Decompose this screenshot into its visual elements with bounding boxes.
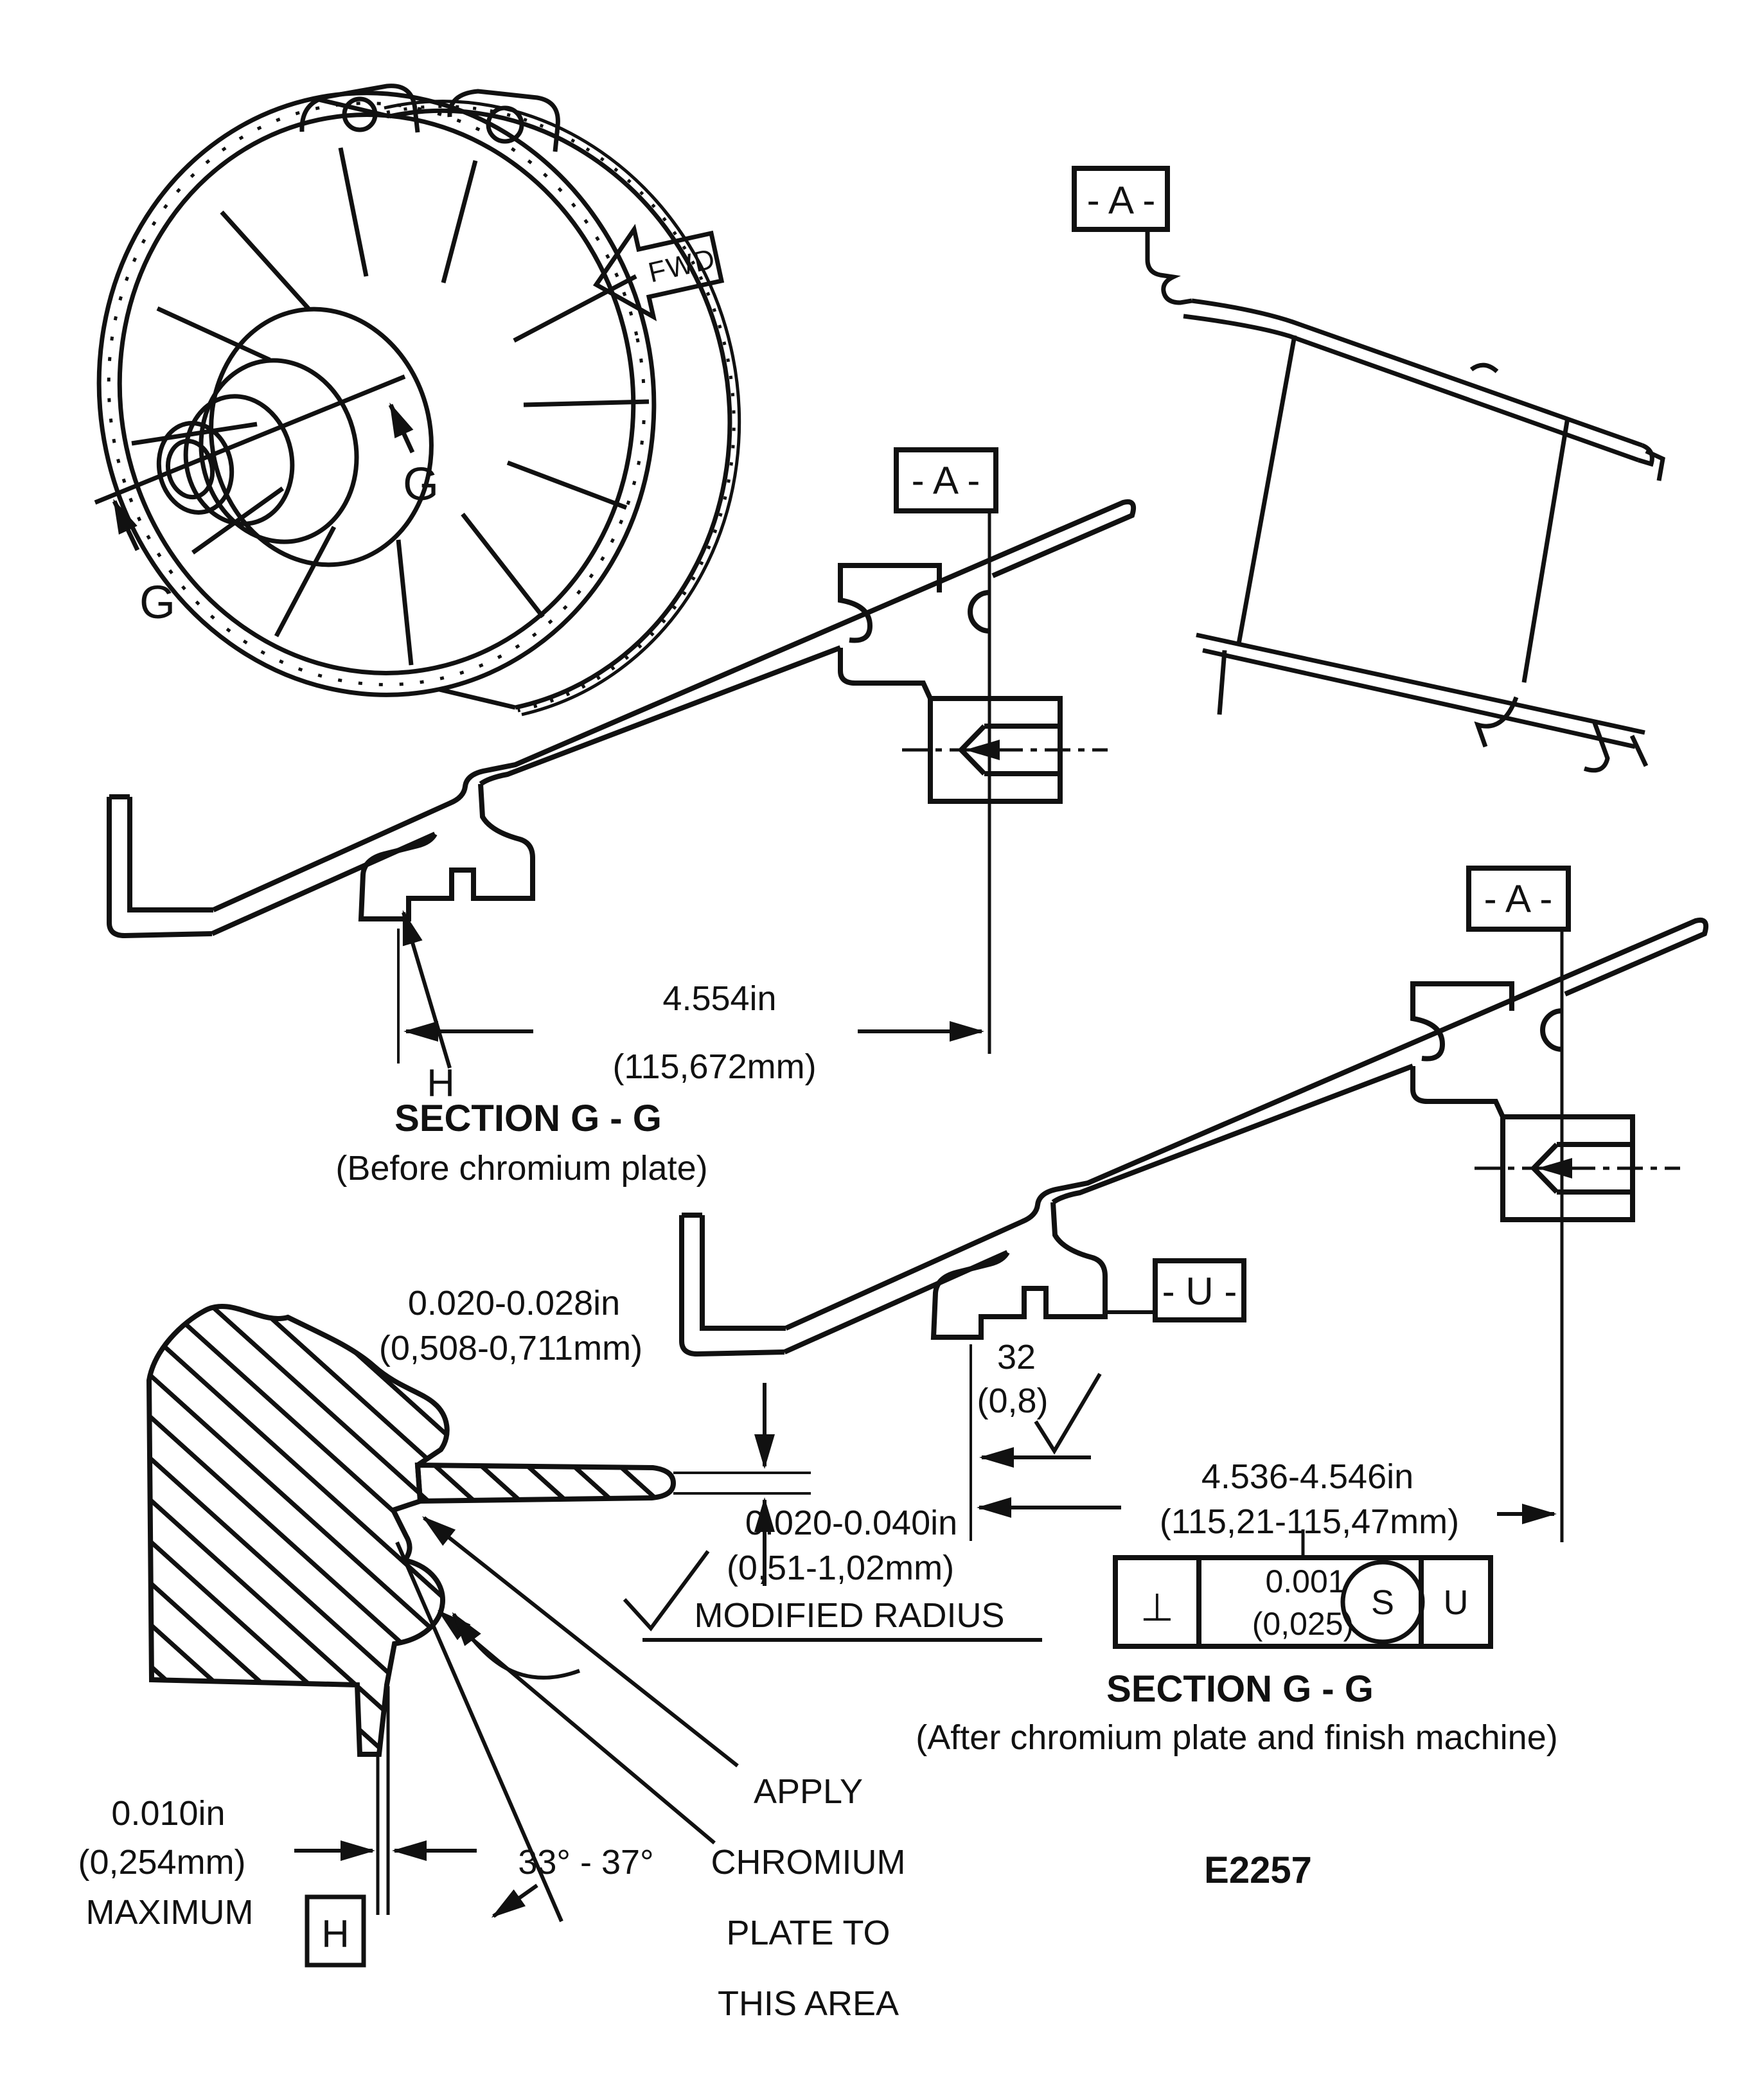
angle-range: 33° - 37° xyxy=(518,1843,653,1882)
apply-note-line4: THIS AREA xyxy=(718,1984,899,2023)
fan-rotor-isometric-view xyxy=(96,84,741,716)
rotor-drum-arc xyxy=(389,108,732,710)
fcf-modifier-circle xyxy=(1340,1560,1425,1644)
dim-before-mm: (115,672mm) xyxy=(612,1047,816,1086)
hook-flange-outer xyxy=(107,797,213,939)
chromium-plate-layer xyxy=(414,1462,677,1504)
section-after-annotations xyxy=(970,866,1571,1649)
strut-bottom-edge-right xyxy=(479,645,842,787)
rotor-rim-inner xyxy=(117,112,636,675)
rotor-drum-texture xyxy=(386,105,736,713)
apply-leader-1 xyxy=(421,1516,739,1768)
bolt-boss xyxy=(928,696,1063,804)
datum-a-box-after xyxy=(1466,866,1571,932)
fcf-characteristic: ⊥ xyxy=(1140,1586,1174,1629)
radius-finish-symbol xyxy=(623,1550,710,1632)
datum-a-box-before xyxy=(894,447,998,513)
fan-blades xyxy=(131,147,650,666)
plate-thickness-mm: (0,508-0,711mm) xyxy=(379,1329,642,1367)
cut-arrow-left xyxy=(112,499,140,551)
spinner-ring-2 xyxy=(199,358,359,544)
datum-a-label-before: - A - xyxy=(912,459,980,502)
fcf-tolerance-in: 0.001 xyxy=(1265,1563,1345,1599)
rotor-rim-texture xyxy=(107,102,646,686)
datum-h-box xyxy=(305,1894,366,1968)
plate-thickness-in: 0.020-0.028in xyxy=(408,1284,620,1322)
finish-value-mm: (0,8) xyxy=(977,1382,1048,1420)
datum-h-label: H xyxy=(321,1912,349,1955)
dim-after-inches: 4.536-4.546in xyxy=(1201,1457,1413,1496)
section-before-title: SECTION G - G xyxy=(394,1098,662,1139)
dim-after-mm: (115,21-115,47mm) xyxy=(1160,1502,1459,1541)
section-before-subtitle: (Before chromium plate) xyxy=(335,1149,707,1188)
section-cut-line-g-g xyxy=(94,374,415,551)
rotor-mount-lugs xyxy=(299,84,560,152)
dim-before-inches: 4.554in xyxy=(662,979,776,1018)
cut-line xyxy=(94,374,406,505)
fwd-arrow-outline xyxy=(592,224,725,321)
datum-u-label: - U - xyxy=(1162,1270,1237,1313)
radius-note: MODIFIED RADIUS xyxy=(694,1596,1004,1635)
angle-leg-line xyxy=(395,1541,563,1923)
fcf-datum-ref: U xyxy=(1444,1583,1469,1622)
surface-finish-symbol xyxy=(1034,1373,1102,1455)
fcf-tolerance-mm: (0,025) xyxy=(1252,1606,1354,1642)
datum-bump xyxy=(968,590,990,634)
section-after-subtitle: (After chromium plate and finish machine… xyxy=(916,1718,1557,1757)
finish-value: 32 xyxy=(997,1338,1036,1376)
rotor-rim-outer xyxy=(96,91,657,697)
plating-detail-view xyxy=(146,1303,1042,1968)
figure-code: E2257 xyxy=(1204,1849,1312,1891)
hub-nose-bore xyxy=(166,438,215,500)
runout-note: MAXIMUM xyxy=(86,1893,254,1932)
hook-flange-inner xyxy=(127,797,213,912)
blade-cross-section-sketch xyxy=(1072,166,1665,773)
feature-control-frame xyxy=(1113,1555,1493,1649)
datum-u-box xyxy=(1153,1258,1246,1322)
h-leader-line xyxy=(402,910,452,1069)
section-after-title: SECTION G - G xyxy=(1106,1668,1374,1710)
apply-leader-curved xyxy=(452,1612,581,1680)
section-before-annotations xyxy=(397,447,998,1069)
cut-label-g-right: G xyxy=(403,459,439,510)
dovetail-post-flange xyxy=(358,783,535,921)
blade-trailing-edge xyxy=(1521,417,1570,683)
runout-in: 0.010in xyxy=(111,1794,225,1833)
datum-a-box-top xyxy=(1072,166,1170,232)
seal-tab xyxy=(838,563,942,643)
fcf-modifier: S xyxy=(1371,1583,1394,1622)
spinner-ring-3 xyxy=(183,394,295,526)
datum-a-label-after: - A - xyxy=(1484,877,1553,920)
h-leader-label: H xyxy=(427,1062,454,1105)
boss-bracket xyxy=(838,648,933,700)
strut-top-edge xyxy=(212,499,1137,912)
radius-mm: (0,51-1,02mm) xyxy=(727,1549,954,1587)
apply-note-line3: PLATE TO xyxy=(726,1914,890,1952)
radius-in: 0.020-0.040in xyxy=(745,1504,957,1542)
spinner-ring-1 xyxy=(209,307,434,567)
angle-arrow xyxy=(491,1883,538,1918)
apply-note-line1: APPLY xyxy=(754,1772,863,1811)
cut-arrow-right xyxy=(388,402,415,454)
detail-cut-face xyxy=(146,1303,450,1757)
runout-mm: (0,254mm) xyxy=(78,1843,245,1882)
blade-leading-edge xyxy=(1236,335,1297,645)
datum-a-label-top: - A - xyxy=(1087,179,1156,222)
apply-note-line2: CHROMIUM xyxy=(711,1843,906,1882)
disk-section-profile xyxy=(107,499,1137,939)
cut-label-g-left: G xyxy=(139,577,175,628)
rotor-drum-arc-outer xyxy=(384,100,741,716)
rim-bottom-edge xyxy=(439,687,516,710)
